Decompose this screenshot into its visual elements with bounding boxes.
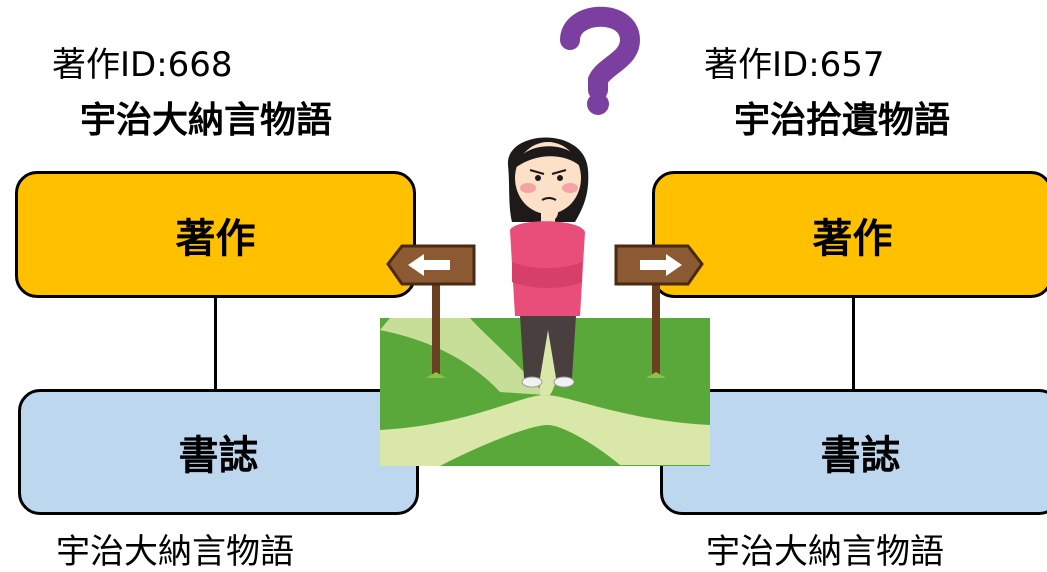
left-biblio-box: 書誌 [18,389,419,515]
right-arrow-signpost-icon [614,244,704,378]
left-connector-line [214,298,217,389]
left-work-box: 著作 [15,171,416,298]
right-biblio-caption: 宇治大納言物語 [706,532,944,572]
right-biblio-box-label: 書誌 [820,433,901,479]
left-biblio-box-label: 書誌 [178,433,259,479]
thinking-woman-icon [507,137,589,388]
left-work-title: 宇治大納言物語 [80,100,333,141]
right-work-box: 著作 [652,171,1047,298]
right-connector-line [852,298,855,389]
right-work-id: 著作ID:657 [704,45,885,85]
left-work-box-label: 著作 [175,215,256,262]
left-biblio-caption: 宇治大納言物語 [56,532,294,572]
right-biblio-box: 書誌 [660,389,1047,515]
left-work-id: 著作ID:668 [52,45,233,85]
right-work-title: 宇治拾遺物語 [734,100,951,141]
right-work-box-label: 著作 [812,215,893,262]
question-mark-icon [560,6,641,115]
left-arrow-signpost-icon [386,244,476,378]
